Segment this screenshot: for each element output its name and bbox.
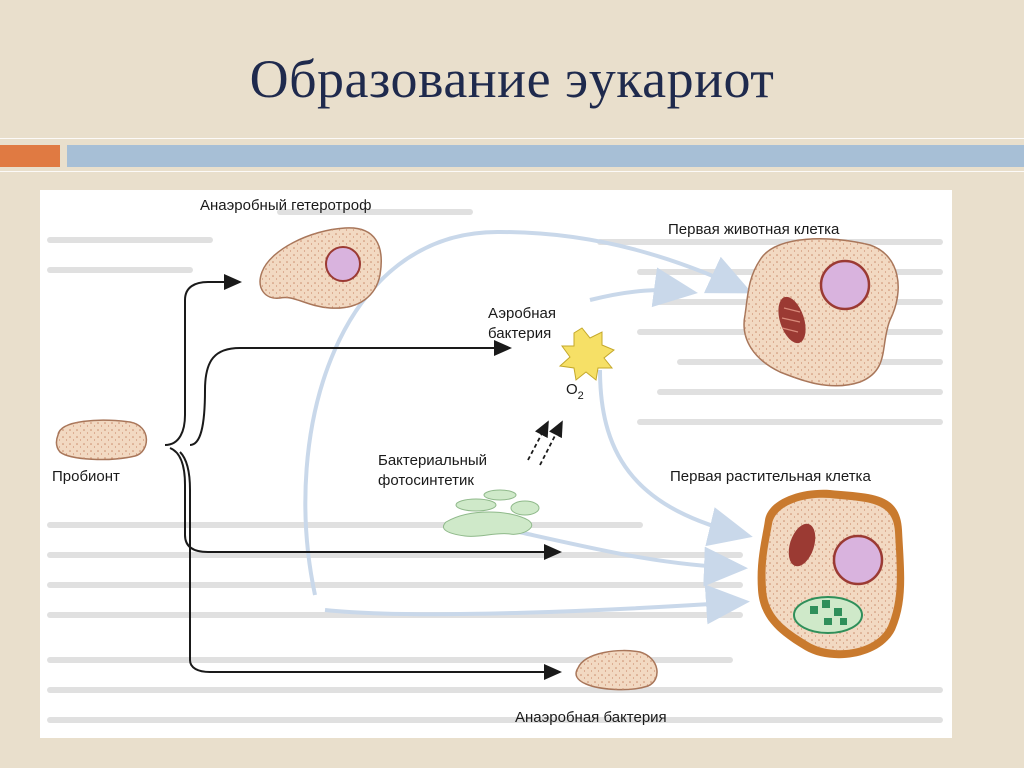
oxygen-arrows bbox=[527, 420, 563, 466]
label-aerobic-bacterium-line2: бактерия bbox=[488, 325, 551, 342]
nucleus bbox=[819, 259, 871, 311]
anaerobic-heterotroph-cell bbox=[259, 227, 382, 309]
divider-line-bottom bbox=[0, 171, 1024, 172]
aerobic-bacterium-cell bbox=[558, 327, 615, 381]
label-first-animal-cell: Первая животная клетка bbox=[668, 221, 840, 238]
label-photosynthetic-line2: фотосинтетик bbox=[378, 472, 474, 489]
diagram-panel: Анаэробный гетеротроф Первая животная кл… bbox=[40, 190, 952, 738]
accent-bar-orange bbox=[0, 145, 60, 167]
divider-line-top bbox=[0, 138, 1024, 139]
first-plant-cell bbox=[757, 489, 905, 659]
probiont-cell bbox=[55, 419, 148, 461]
label-anaerobic-heterotroph: Анаэробный гетеротроф bbox=[200, 197, 371, 214]
nucleus bbox=[325, 246, 361, 282]
anaerobic-bacterium-cell bbox=[575, 649, 658, 691]
faded-pathway-arcs bbox=[303, 229, 753, 625]
photosynthetic-bacterium-cell bbox=[442, 489, 540, 537]
label-first-plant-cell: Первая растительная клетка bbox=[670, 468, 871, 485]
slide-title: Образование эукариот bbox=[249, 49, 775, 109]
label-probiont: Пробионт bbox=[52, 468, 120, 485]
mitochondrion bbox=[788, 523, 816, 567]
first-animal-cell bbox=[743, 238, 899, 387]
label-anaerobic-bacterium: Анаэробная бактерия bbox=[515, 709, 667, 726]
eukaryote-origin-diagram: Анаэробный гетеротроф Первая животная кл… bbox=[47, 197, 943, 726]
accent-bar-blue bbox=[67, 145, 1024, 167]
label-photosynthetic-line1: Бактериальный bbox=[378, 452, 487, 469]
label-oxygen: O2 bbox=[566, 381, 584, 402]
label-aerobic-bacterium-line1: Аэробная bbox=[488, 305, 556, 322]
branching-arrows bbox=[164, 274, 562, 680]
nucleus bbox=[832, 534, 884, 586]
